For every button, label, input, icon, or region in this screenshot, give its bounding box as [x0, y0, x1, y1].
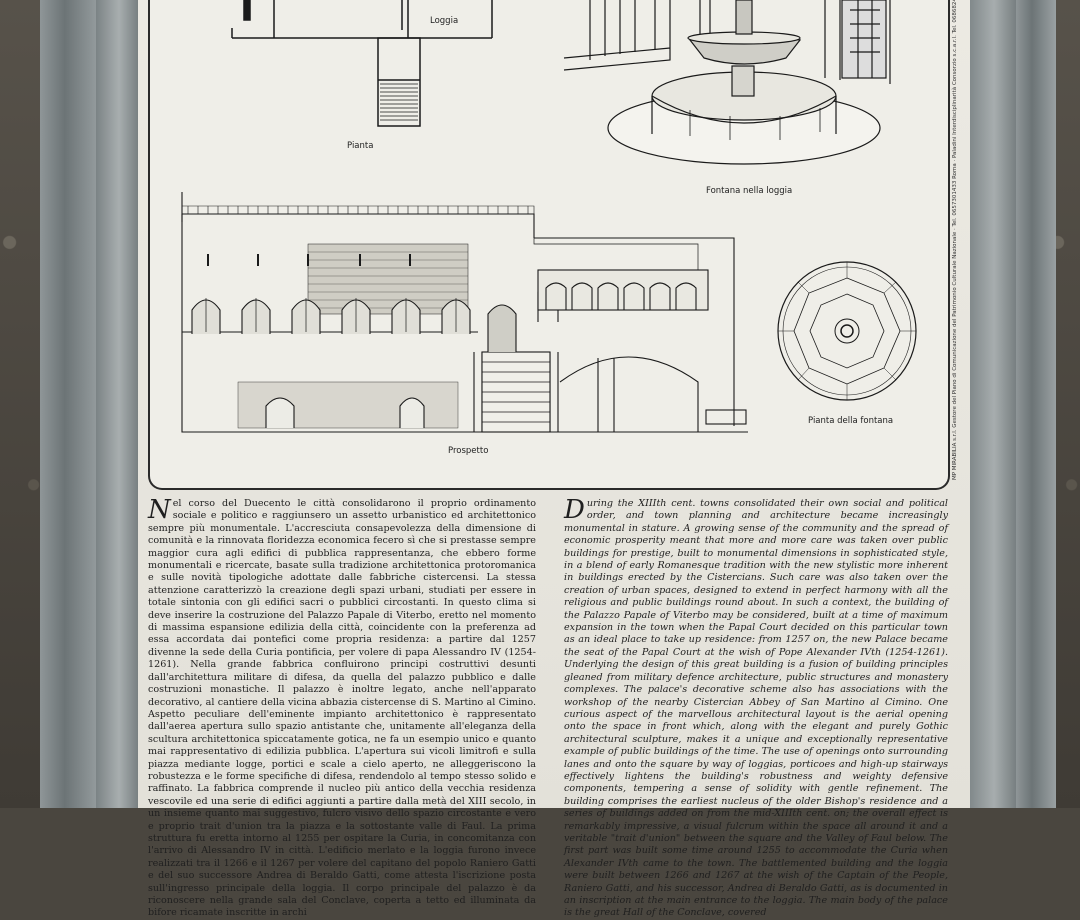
fountain-plan-drawing — [777, 261, 917, 401]
metal-frame-right-inner — [968, 0, 1020, 808]
caption-elevation: Prospetto — [448, 446, 489, 456]
caption-loggia: Loggia — [430, 16, 459, 26]
caption-plan: Pianta — [347, 141, 374, 151]
metal-frame-left-inner — [96, 0, 142, 808]
italian-body-text: el corso del Duecento le città consolida… — [148, 498, 536, 919]
fountain-loggia-drawing — [563, 0, 891, 165]
caption-fountain-plan: Pianta della fontana — [808, 416, 894, 426]
stone-wall-right — [1052, 0, 1080, 808]
italian-dropcap: N — [148, 495, 171, 525]
metal-frame-left-outer — [40, 0, 102, 808]
elevation-drawing — [181, 192, 748, 433]
side-credit: MP MIRABILIA s.r.l. Gestore del Piano di… — [952, 0, 958, 480]
english-dropcap: D — [564, 495, 585, 525]
floor-plan-drawing — [231, 0, 493, 127]
english-body-text: uring the XIIIth cent. towns consolidate… — [564, 498, 948, 919]
caption-fountain: Fontana nella loggia — [706, 186, 793, 196]
metal-frame-right-outer — [1016, 0, 1056, 808]
